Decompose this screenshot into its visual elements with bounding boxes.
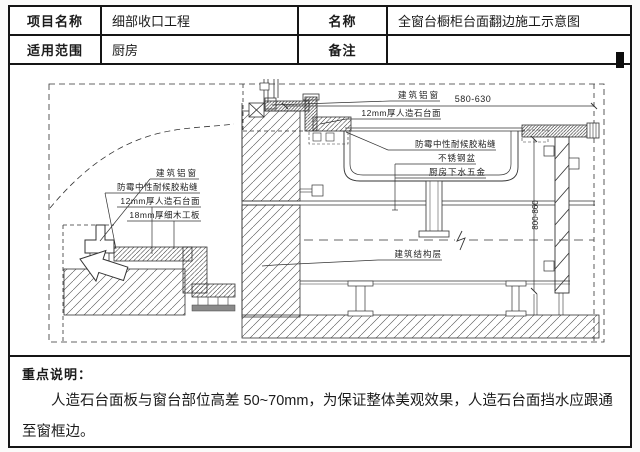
notes-title: 重点说明：	[22, 367, 93, 382]
drain-pipe	[425, 180, 443, 234]
left-label-stone: 12mm厚人造石台面	[120, 196, 200, 206]
break-symbol	[456, 230, 466, 251]
cabinet-door-panel	[554, 136, 570, 294]
right-label-stone: 12mm厚人造石台面	[361, 108, 441, 118]
scope-label: 适用范围	[10, 36, 102, 65]
detail-window-profile	[84, 224, 115, 254]
scope-value: 厨房	[102, 36, 299, 65]
dim-top-value: 580-630	[455, 94, 492, 104]
door-hinge-bottom	[543, 260, 555, 272]
notes-body: 人造石台面板与窗台部位高差 50~70mm，为保证整体美观效果，人造石台面挡水应…	[22, 393, 613, 440]
left-label-window: 建筑铝窗	[156, 168, 198, 178]
scan-artifact	[616, 52, 624, 68]
detail-bubble-outline	[49, 123, 235, 209]
detail-countertop-slab	[113, 246, 193, 262]
dim-right-value: 800-860	[531, 200, 540, 230]
right-label-drain: 厨房下水五金	[429, 167, 486, 177]
remark-label: 备注	[299, 36, 388, 65]
construction-diagram: 建筑铝窗 防霉中性耐候胶粘缝 12mm厚人造石台面 18mm厚细木工板 建筑铝窗…	[48, 79, 605, 343]
header-row-2: 适用范围 厨房 备注	[10, 36, 630, 65]
project-name-label: 项目名称	[10, 7, 102, 36]
right-label-sink: 不锈钢盆	[438, 153, 476, 163]
project-name-value: 细部收口工程	[102, 7, 299, 36]
floor-hatch	[241, 314, 600, 339]
name-label: 名称	[299, 7, 388, 36]
right-counter-strip	[521, 124, 588, 138]
right-label-sealant: 防霉中性耐候胶粘缝	[415, 139, 496, 149]
wall-hatch-upper	[241, 110, 301, 202]
left-label-plywood: 18mm厚细木工板	[129, 210, 200, 220]
header-row-1: 项目名称 细部收口工程 名称 全窗台橱柜台面翻边施工示意图	[10, 7, 630, 36]
notes-section: 重点说明： 人造石台面板与窗台部位高差 50~70mm，为保证整体美观效果，人造…	[10, 357, 630, 448]
detail-pointer-arrow	[79, 249, 129, 283]
wall-hatch-lower	[241, 204, 301, 318]
right-label-structure: 建筑结构层	[394, 249, 442, 259]
name-value: 全窗台橱柜台面翻边施工示意图	[388, 7, 630, 36]
drawing-area: 建筑铝窗 防霉中性耐候胶粘缝 12mm厚人造石台面 18mm厚细木工板 建筑铝窗…	[10, 65, 630, 357]
right-label-window: 建筑铝窗	[398, 90, 440, 100]
door-hinge-top	[543, 145, 555, 157]
remark-value	[388, 36, 630, 65]
document-frame: 项目名称 细部收口工程 名称 全窗台橱柜台面翻边施工示意图 适用范围 厨房 备注	[8, 5, 632, 448]
diagram-dashed-border	[48, 83, 605, 343]
left-label-sealant: 防霉中性耐候胶粘缝	[117, 182, 198, 192]
sink-basin-inner	[349, 131, 512, 176]
